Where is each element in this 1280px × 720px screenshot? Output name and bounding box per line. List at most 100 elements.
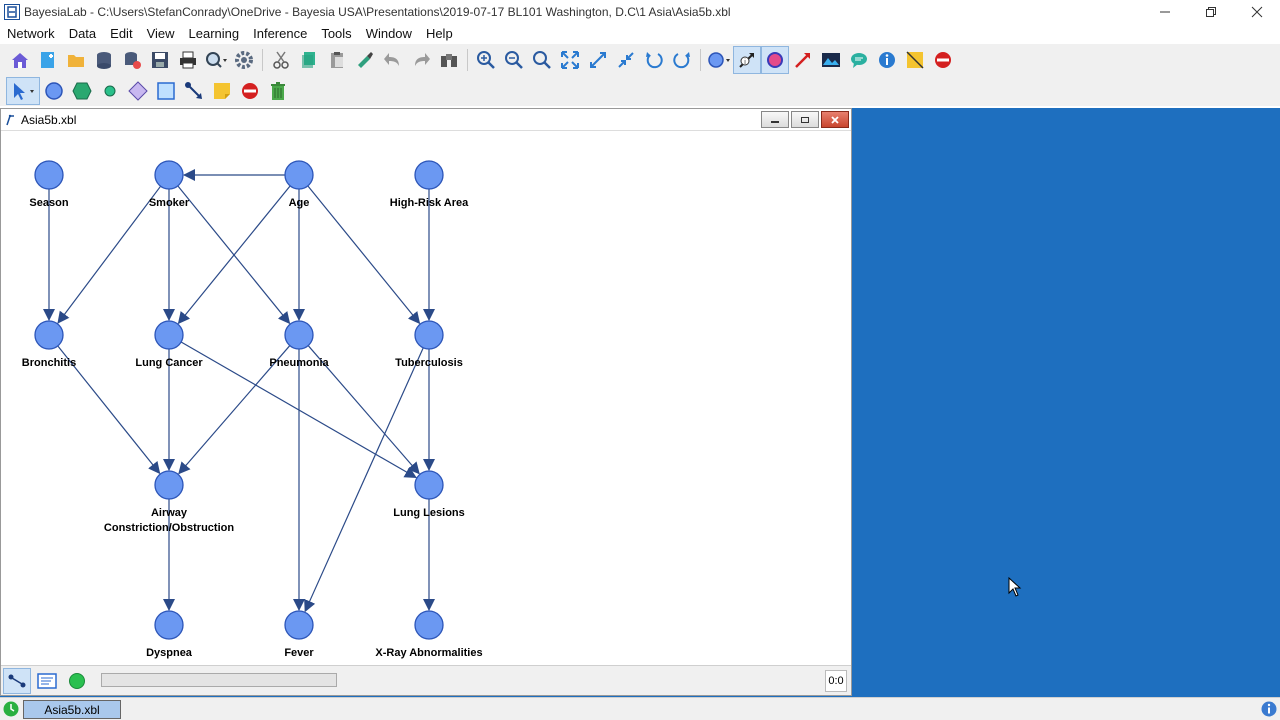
- arc-tuberculosis-to-fever[interactable]: [304, 347, 424, 613]
- close-button[interactable]: [1234, 0, 1280, 24]
- cut-button[interactable]: [267, 46, 295, 74]
- node-high-risk-area[interactable]: [414, 160, 444, 190]
- database-button[interactable]: [90, 46, 118, 74]
- info-icon[interactable]: [1260, 700, 1278, 718]
- doc-maximize-button[interactable]: [791, 111, 819, 128]
- node-airway[interactable]: [154, 470, 184, 500]
- decision-node-tool-button[interactable]: [68, 77, 96, 105]
- fit-to-window-button[interactable]: [556, 46, 584, 74]
- redo-button[interactable]: [407, 46, 435, 74]
- diamond-icon: [128, 81, 148, 101]
- paste-icon: [331, 52, 343, 68]
- node-color-button[interactable]: [761, 46, 789, 74]
- minimize-button[interactable]: [1142, 0, 1188, 24]
- arc-smoker-to-bronchitis[interactable]: [57, 185, 162, 324]
- rotate-right-button[interactable]: [668, 46, 696, 74]
- node-lung-cancer[interactable]: [154, 320, 184, 350]
- taskbar-document-item[interactable]: Asia5b.xbl: [23, 700, 121, 719]
- doc-close-button[interactable]: [821, 111, 849, 128]
- find-button[interactable]: [435, 46, 463, 74]
- database-settings-button[interactable]: [118, 46, 146, 74]
- no-entry-icon: [242, 83, 258, 99]
- class-tool-button[interactable]: [152, 77, 180, 105]
- node-bronchitis[interactable]: [34, 320, 64, 350]
- sticky-note-icon: [906, 51, 924, 69]
- node-fever[interactable]: [284, 610, 314, 640]
- node-label-xray: X-Ray Abnormalities: [375, 647, 483, 659]
- node-season[interactable]: [34, 160, 64, 190]
- arc-age-to-lung-cancer[interactable]: [177, 185, 291, 325]
- menu-help[interactable]: Help: [425, 26, 453, 41]
- comment-button[interactable]: [845, 46, 873, 74]
- settings-button[interactable]: [230, 46, 258, 74]
- info-button[interactable]: [873, 46, 901, 74]
- zoom-in-button[interactable]: [472, 46, 500, 74]
- node-label-age: Age: [288, 197, 310, 209]
- note-tool-button[interactable]: [208, 77, 236, 105]
- copy-button[interactable]: [295, 46, 323, 74]
- node-pneumonia[interactable]: [284, 320, 314, 350]
- menu-network[interactable]: Network: [7, 26, 55, 41]
- zoom-out-button[interactable]: [500, 46, 528, 74]
- arc-pneumonia-to-lung-lesions[interactable]: [307, 345, 420, 475]
- arc-info-button[interactable]: i: [733, 46, 761, 74]
- node-smoker[interactable]: [154, 160, 184, 190]
- node-dyspnea[interactable]: [154, 610, 184, 640]
- node-xray[interactable]: [414, 610, 444, 640]
- home-button[interactable]: [6, 46, 34, 74]
- format-painter-button[interactable]: [351, 46, 379, 74]
- node-tuberculosis[interactable]: [414, 320, 444, 350]
- menu-window[interactable]: Window: [365, 26, 412, 41]
- node-label-smoker: Smoker: [148, 197, 190, 209]
- image-button[interactable]: [817, 46, 845, 74]
- arc-pneumonia-to-airway[interactable]: [178, 345, 291, 475]
- arc-age-to-tuberculosis[interactable]: [307, 185, 421, 325]
- menu-view[interactable]: View: [146, 26, 175, 41]
- new-network-button[interactable]: [34, 46, 62, 74]
- select-tool-button[interactable]: [6, 77, 40, 105]
- node-tool-button[interactable]: [40, 77, 68, 105]
- main-toolbar: i: [0, 44, 1280, 76]
- arc-tool-button[interactable]: [180, 77, 208, 105]
- constraint-node-tool-button[interactable]: [96, 77, 124, 105]
- modeling-mode-button[interactable]: [63, 668, 91, 694]
- print-preview-button[interactable]: [202, 46, 230, 74]
- delete-tool-button[interactable]: [236, 77, 264, 105]
- menu-tools[interactable]: Tools: [321, 26, 352, 41]
- save-button[interactable]: [146, 46, 174, 74]
- rotate-left-button[interactable]: [640, 46, 668, 74]
- menu-edit[interactable]: Edit: [110, 26, 133, 41]
- zoom-reset-button[interactable]: [528, 46, 556, 74]
- undo-button[interactable]: [379, 46, 407, 74]
- arc-bronchitis-to-airway[interactable]: [57, 345, 161, 475]
- doc-minimize-button[interactable]: [761, 111, 789, 128]
- graph-view-icon: [8, 674, 26, 687]
- paste-button[interactable]: [323, 46, 351, 74]
- expand-button[interactable]: [584, 46, 612, 74]
- toolbar-separator: [262, 49, 263, 71]
- document-title-bar[interactable]: Asia5b.xbl: [1, 109, 851, 131]
- arc-color-button[interactable]: [789, 46, 817, 74]
- note-button[interactable]: [901, 46, 929, 74]
- menu-inference[interactable]: Inference: [253, 26, 308, 41]
- trash-button[interactable]: [264, 77, 292, 105]
- restore-button[interactable]: [1188, 0, 1234, 24]
- node-style-button[interactable]: [705, 46, 733, 74]
- node-label-high-risk-area: High-Risk Area: [389, 197, 469, 209]
- open-button[interactable]: [62, 46, 90, 74]
- home-icon: [12, 53, 28, 68]
- exclude-button[interactable]: [929, 46, 957, 74]
- console-view-button[interactable]: [33, 668, 61, 694]
- node-age[interactable]: [284, 160, 314, 190]
- graph-view-button[interactable]: [3, 667, 31, 694]
- menu-data[interactable]: Data: [68, 26, 97, 41]
- node-lung-lesions[interactable]: [414, 470, 444, 500]
- small-circle-icon: [104, 85, 116, 97]
- utility-node-tool-button[interactable]: [124, 77, 152, 105]
- shrink-button[interactable]: [612, 46, 640, 74]
- menu-learning[interactable]: Learning: [188, 26, 240, 41]
- network-doc-icon: [6, 114, 14, 125]
- print-button[interactable]: [174, 46, 202, 74]
- window-title: BayesiaLab - C:\Users\StefanConrady\OneD…: [24, 5, 731, 19]
